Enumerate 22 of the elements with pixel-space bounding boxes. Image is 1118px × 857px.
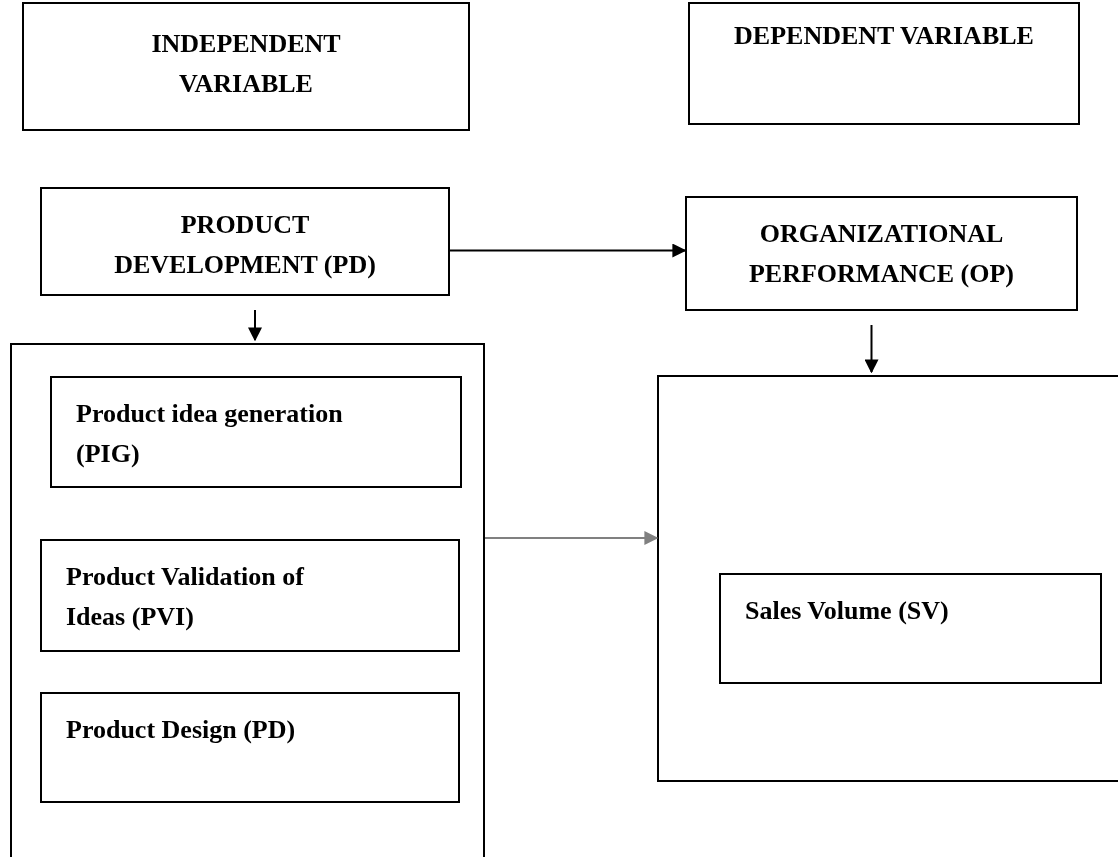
box-label: INDEPENDENT VARIABLE [150,28,342,100]
variable-box [719,573,1102,684]
box-label: ORGANIZATIONAL PERFORMANCE (OP) [748,218,1015,290]
box-label: Product idea generation (PIG) [76,398,344,470]
box-label: Product Design (PD) [66,714,297,746]
arrow [449,243,687,258]
arrow [864,324,879,374]
arrow [248,309,262,342]
box-label: DEPENDENT VARIABLE [733,20,1035,52]
variable-box [22,2,470,131]
box-label: Sales Volume (SV) [745,595,950,627]
variable-box [40,187,450,296]
variable-box [688,2,1080,125]
arrow [484,531,659,545]
variable-box [50,376,462,488]
box-label: Product Validation of Ideas (PVI) [66,561,306,633]
variable-box [40,692,460,803]
box-label: PRODUCT DEVELOPMENT (PD) [113,209,377,281]
container-box [657,375,1118,782]
container-box [10,343,485,857]
variable-box [40,539,460,652]
variable-box [685,196,1078,311]
